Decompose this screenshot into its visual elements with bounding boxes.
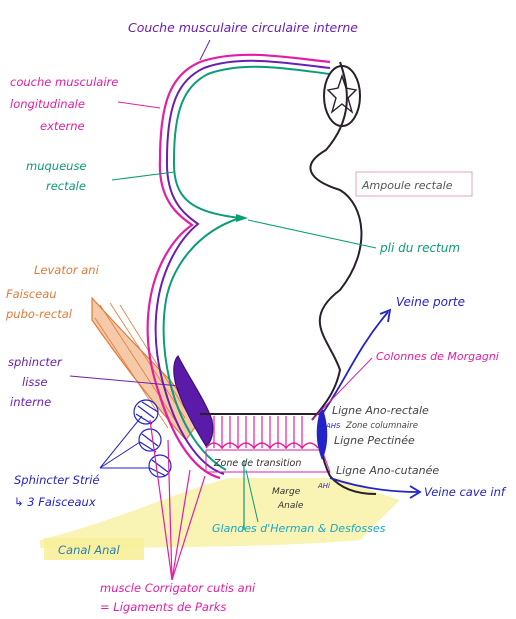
label-morgagni: Colonnes de Morgagni: [376, 350, 499, 363]
rectum-right-wall: [309, 61, 363, 421]
hemorrhoidal-plexus-superior: [316, 406, 328, 460]
ampoule-frame: [355, 171, 473, 197]
ampulla-cross-section: [323, 65, 361, 127]
portal-vein-line: [321, 311, 389, 415]
pointer-striated-2: [99, 441, 141, 469]
corrugator-fibers: [149, 419, 206, 581]
label-corrugator-2: = Ligaments de Parks: [100, 600, 226, 614]
label-ahs-top: AHS: [325, 422, 341, 430]
label-levator-2: Faisceau: [6, 287, 57, 301]
label-fold: pli du rectum: [379, 241, 460, 255]
circular-muscle-line: [154, 59, 331, 475]
vena-cava-line: [329, 477, 419, 493]
sphincter-bundle-3: [148, 454, 172, 478]
external-sphincter: [133, 399, 172, 478]
pointer-mucosa: [111, 171, 175, 181]
label-striated-1: Sphincter Strié: [14, 473, 99, 487]
label-levator-3: pubo-rectal: [5, 307, 73, 321]
label-longitudinal-2: longitudinale: [10, 97, 85, 111]
pointer-smooth-sphincter: [69, 375, 181, 387]
label-vena-cava: Veine cave inf: [424, 485, 507, 499]
rectal-fold-tip: [236, 214, 248, 222]
label-corrugator-1: muscle Corrigator cutis ani: [100, 581, 256, 595]
label-striated-2: ↳ 3 Faisceaux: [14, 495, 96, 509]
canal-anal-label-bg: [44, 538, 144, 560]
label-pectinate-line: Ligne Pectinée: [334, 434, 415, 447]
sphincter-bundle-2: [138, 428, 162, 452]
label-glands: Glandes d'Herman & Desfosses: [212, 522, 386, 535]
pointer-glands: [245, 469, 259, 523]
pointer-fold: [247, 219, 377, 249]
label-longitudinal-1: couche musculaire: [10, 75, 118, 89]
levator-ani-hatching: [94, 302, 196, 429]
label-circular-muscle: Couche musculaire circulaire interne: [128, 20, 358, 35]
pectinate-line: [205, 442, 319, 450]
pointer-longitudinal: [117, 101, 161, 109]
label-smooth-3: interne: [10, 395, 51, 409]
label-smooth-1: sphincter: [8, 355, 63, 369]
pointer-striated-1: [99, 415, 143, 469]
portal-vein-arrow: [379, 308, 392, 323]
label-ampoule: Ampoule rectale: [361, 179, 453, 192]
label-levator-1: Levator ani: [34, 263, 100, 277]
label-mucosa-1: muqueuse: [26, 159, 87, 173]
label-mucosa-2: rectale: [46, 179, 86, 193]
transition-zone-box: [205, 449, 331, 473]
label-columnar-zone: Zone columnaire: [345, 421, 418, 431]
vena-cava-arrow: [409, 485, 422, 499]
label-longitudinal-3: externe: [40, 119, 85, 133]
label-portal-vein: Veine porte: [396, 295, 465, 309]
pointer-columns: [311, 357, 373, 421]
label-canal-anal: Canal Anal: [58, 543, 120, 557]
pointer-circular: [199, 39, 211, 61]
anal-margin-yellow-zone: [40, 478, 400, 548]
label-margin-1: Marge: [272, 487, 301, 497]
label-anocutaneous-line: Ligne Ano-cutanée: [336, 464, 439, 477]
label-smooth-2: lisse: [22, 375, 47, 389]
internal-sphincter: [173, 354, 214, 447]
label-ahs-bottom: AHi: [317, 482, 330, 490]
label-margin-2: Anale: [277, 501, 304, 511]
label-anorectal-line: Ligne Ano-rectale: [332, 404, 429, 417]
longitudinal-muscle-line: [146, 53, 331, 480]
ampulla-lumen-star: [326, 73, 358, 114]
label-transition-zone: Zone de transition: [213, 458, 301, 469]
